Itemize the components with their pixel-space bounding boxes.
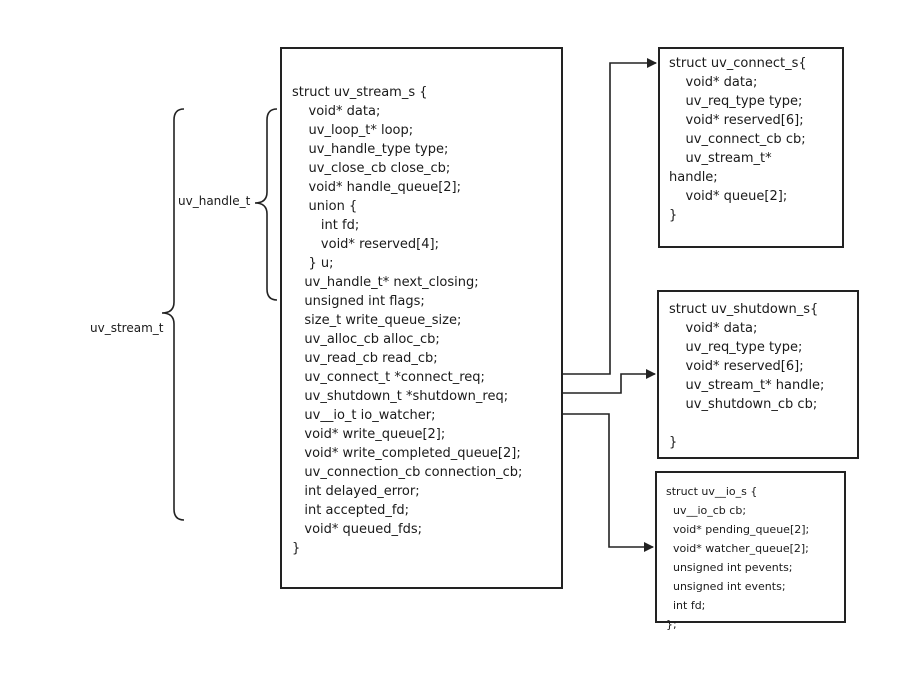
- shutdown-req-arrow: [563, 369, 656, 394]
- uv-io-s-box: struct uv__io_s { uv__io_cb cb; void* pe…: [655, 471, 846, 631]
- io-watcher-arrow: [563, 413, 654, 552]
- stream-brace: [161, 108, 185, 521]
- code-line: uv_read_cb read_cb;: [292, 351, 438, 366]
- code-line: void* reserved[6];: [669, 113, 804, 128]
- code-line: uv_shutdown_t *shutdown_req;: [292, 389, 509, 404]
- code-line: uv_req_type type;: [669, 94, 803, 109]
- code-line: struct uv_stream_s {: [292, 85, 428, 100]
- handle-brace: [254, 108, 278, 301]
- code-line: uv_req_type type;: [669, 340, 803, 355]
- code-line: uv_connect_cb cb;: [669, 132, 806, 147]
- code-line: void* pending_queue[2];: [666, 523, 810, 536]
- code-line: struct uv_shutdown_s{: [669, 302, 819, 317]
- code-line: handle;: [669, 170, 718, 185]
- uv-connect-s-box: struct uv_connect_s{ void* data; uv_req_…: [658, 47, 844, 248]
- code-line: int delayed_error;: [292, 484, 420, 499]
- code-line: struct uv__io_s {: [666, 485, 758, 498]
- code-line: uv_handle_type type;: [292, 142, 449, 157]
- code-line: };: [666, 618, 677, 631]
- code-line: union {: [292, 199, 358, 214]
- code-line: uv_loop_t* loop;: [292, 123, 414, 138]
- code-line: } u;: [292, 256, 334, 271]
- code-line: void* reserved[4];: [292, 237, 439, 252]
- code-line: uv_alloc_cb alloc_cb;: [292, 332, 440, 347]
- code-line: uv_shutdown_cb cb;: [669, 397, 818, 412]
- code-line: struct uv_connect_s{: [669, 56, 807, 71]
- uv-stream-t-label: uv_stream_t: [90, 321, 164, 335]
- code-line: void* write_queue[2];: [292, 427, 446, 442]
- code-line: uv_stream_t* handle;: [669, 378, 825, 393]
- connect-req-arrow: [563, 58, 657, 375]
- code-line: int accepted_fd;: [292, 503, 410, 518]
- code-line: }: [292, 541, 301, 556]
- code-line: void* reserved[6];: [669, 359, 804, 374]
- code-line: uv_handle_t* next_closing;: [292, 275, 479, 290]
- code-line: unsigned int flags;: [292, 294, 425, 309]
- code-line: }: [669, 435, 678, 450]
- code-line: void* watcher_queue[2];: [666, 542, 809, 555]
- uv-stream-s-box: struct uv_stream_s { void* data; uv_loop…: [280, 47, 563, 589]
- code-line: void* queued_fds;: [292, 522, 422, 537]
- code-line: void* handle_queue[2];: [292, 180, 461, 195]
- code-line: }: [669, 208, 678, 223]
- code-line: uv_close_cb close_cb;: [292, 161, 451, 176]
- code-line: unsigned int events;: [666, 580, 786, 593]
- code-line: unsigned int pevents;: [666, 561, 793, 574]
- code-line: void* write_completed_queue[2];: [292, 446, 521, 461]
- code-line: int fd;: [292, 218, 360, 233]
- code-line: void* data;: [292, 104, 381, 119]
- uv-shutdown-s-box: struct uv_shutdown_s{ void* data; uv_req…: [657, 290, 859, 459]
- code-line: uv_stream_t*: [669, 151, 772, 166]
- code-line: size_t write_queue_size;: [292, 313, 462, 328]
- code-line: void* data;: [669, 321, 758, 336]
- code-line: void* queue[2];: [669, 189, 788, 204]
- code-line: void* data;: [669, 75, 758, 90]
- code-line: uv__io_cb cb;: [666, 504, 747, 517]
- uv-handle-t-label: uv_handle_t: [178, 194, 251, 208]
- code-line: uv_connection_cb connection_cb;: [292, 465, 523, 480]
- code-line: uv_connect_t *connect_req;: [292, 370, 485, 385]
- code-line: int fd;: [666, 599, 706, 612]
- code-line: uv__io_t io_watcher;: [292, 408, 436, 423]
